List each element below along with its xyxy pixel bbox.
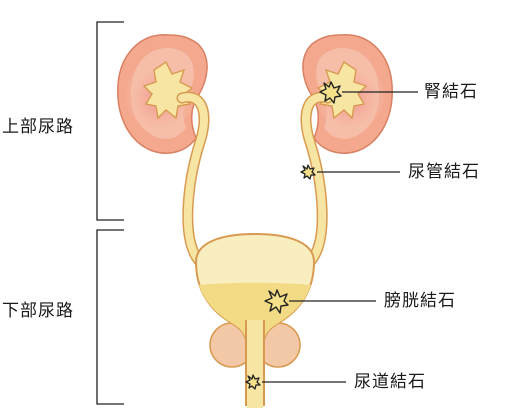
urethra-icon: [245, 320, 265, 408]
lower-tract-label: 下部尿路: [2, 301, 74, 321]
left-kidney-icon: [117, 34, 208, 154]
urethra-stone-icon: [245, 374, 261, 390]
leader-lines: [262, 91, 418, 383]
urethra-stone-label: 尿道結石: [354, 372, 426, 392]
ureter-stone-label: 尿管結石: [408, 162, 480, 182]
bladder-stone-icon: [264, 289, 289, 314]
upper-tract-bracket: [96, 21, 124, 221]
bladder-stone-label: 膀胱結石: [384, 291, 456, 311]
kidney-stone-icon: [319, 81, 342, 104]
lower-tract-bracket: [96, 229, 124, 405]
kidney-stone-label: 腎結石: [424, 82, 478, 102]
right-kidney-icon: [302, 34, 393, 154]
upper-tract-label: 上部尿路: [2, 117, 74, 137]
ureter-stone-icon: [300, 164, 316, 180]
ureter-icon: [176, 91, 334, 268]
